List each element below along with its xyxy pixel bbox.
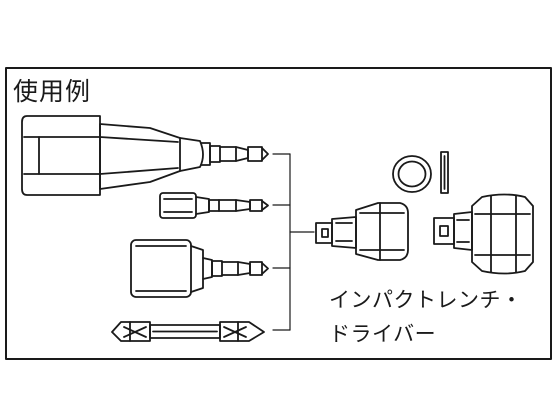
retaining-ring-icon <box>392 155 432 193</box>
connector-bracket <box>272 153 315 331</box>
impact-socket-icon <box>433 193 534 275</box>
impact-socket-adapter-icon <box>315 202 409 261</box>
retaining-pin-icon <box>440 151 449 194</box>
caption-line-1: インパクトレンチ・ <box>329 288 523 312</box>
nut-setter-small-icon <box>159 192 269 219</box>
socket-adapter-large-icon <box>130 239 269 298</box>
panel-title: 使用例 <box>13 77 92 106</box>
caption-line-2: ドライバー <box>329 322 437 346</box>
double-ended-bit-icon <box>111 321 265 342</box>
panel-border <box>5 67 552 360</box>
bit-holder-large-icon <box>21 115 269 196</box>
